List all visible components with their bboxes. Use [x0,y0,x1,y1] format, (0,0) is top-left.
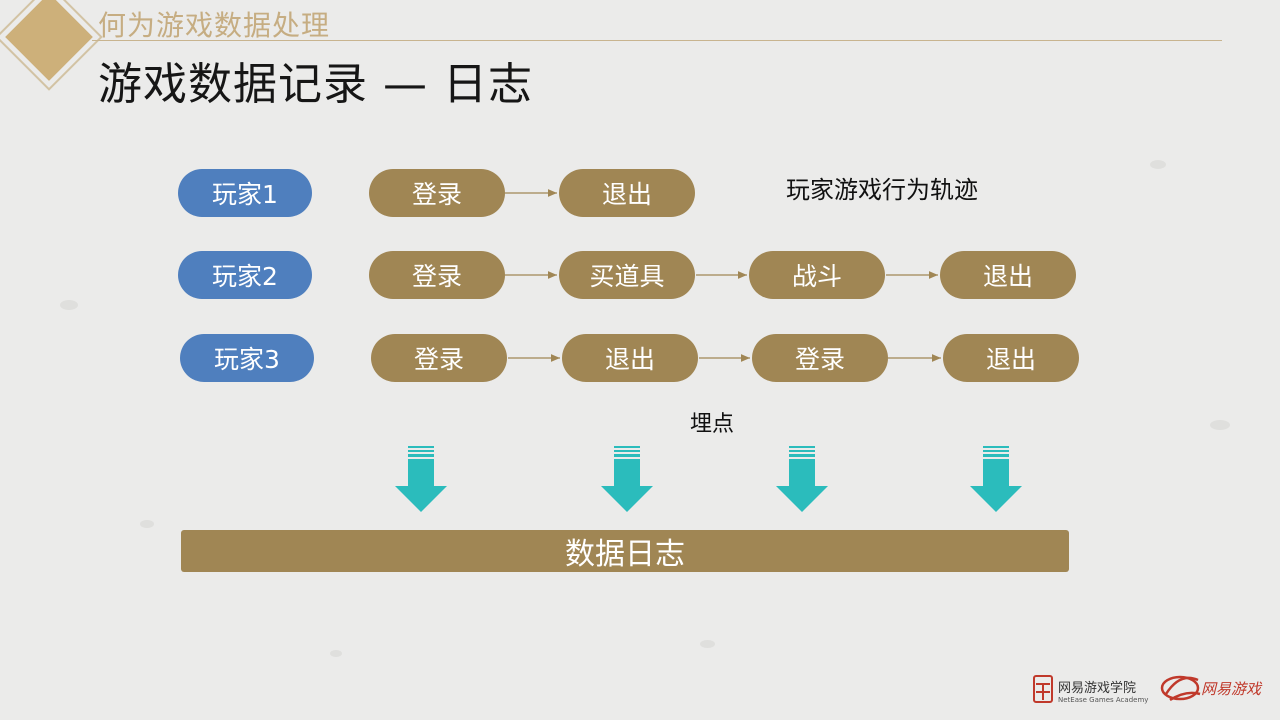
player-3-pill: 玩家3 [180,334,314,382]
background-speck [60,300,78,310]
down-arrow-icon [601,446,653,512]
academy-name: 网易游戏学院 [1058,681,1137,696]
background-speck [1210,420,1230,430]
page-title: 游戏数据记录 — 日志 [98,59,533,110]
player-1-pill: 玩家1 [178,169,312,217]
action-buy-item-pill: 买道具 [559,251,695,299]
header-divider [92,40,1222,41]
brand-name: 网易游戏 [1201,680,1262,698]
action-logout-pill: 退出 [943,334,1079,382]
action-login-pill: 登录 [371,334,507,382]
action-login-pill: 登录 [369,251,505,299]
background-speck [700,640,715,648]
down-arrow-icon [395,446,447,512]
trajectory-label: 玩家游戏行为轨迹 [786,176,978,204]
triangle-marker-icon [2,24,10,40]
academy-subtitle: NetEase Games Academy [1058,696,1149,704]
action-login-pill: 登录 [752,334,888,382]
background-speck [330,650,342,657]
background-speck [1150,160,1166,169]
action-logout-pill: 退出 [559,169,695,217]
tracking-point-label: 埋点 [690,412,735,437]
action-logout-pill: 退出 [562,334,698,382]
action-login-pill: 登录 [369,169,505,217]
player-2-pill: 玩家2 [178,251,312,299]
background-speck [140,520,154,528]
down-arrow-icon [970,446,1022,512]
section-title: 何为游戏数据处理 [98,9,331,42]
action-battle-pill: 战斗 [749,251,885,299]
action-logout-pill: 退出 [940,251,1076,299]
data-log-bar: 数据日志 [181,530,1069,572]
down-arrow-icon [776,446,828,512]
